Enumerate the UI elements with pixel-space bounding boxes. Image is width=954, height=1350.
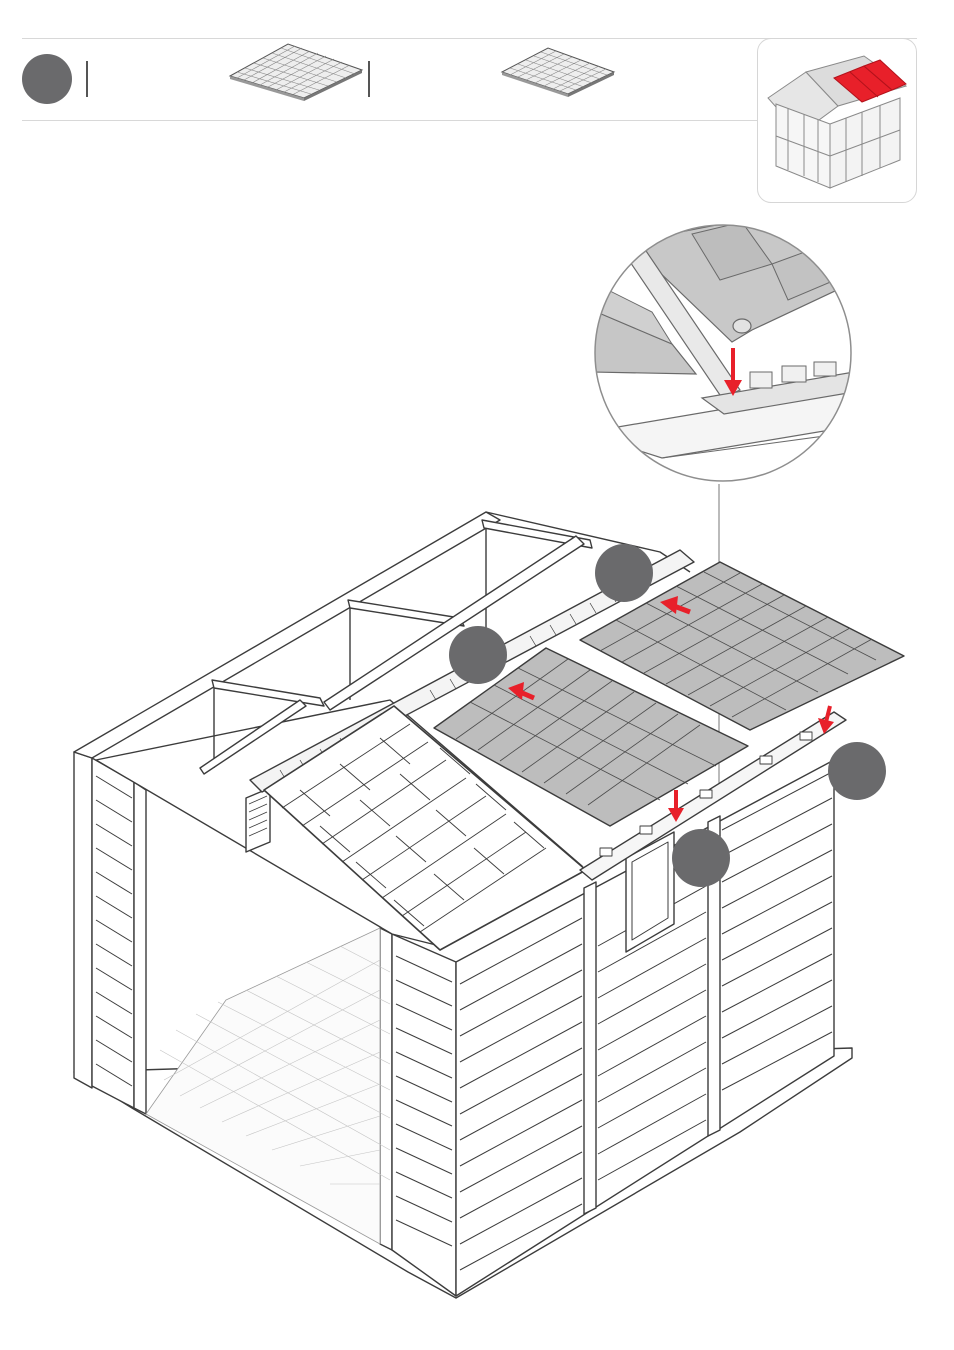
callout-d: [672, 829, 730, 887]
callout-c: [828, 742, 886, 800]
callout-b: [449, 626, 507, 684]
callout-a: [595, 544, 653, 602]
